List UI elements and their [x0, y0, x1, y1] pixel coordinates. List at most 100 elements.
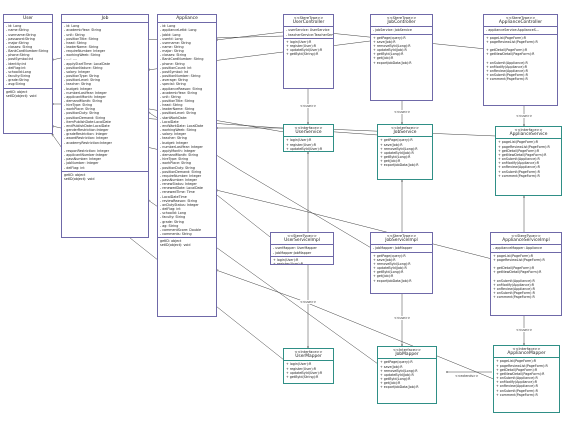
stereotype: <<StereType>>	[386, 234, 417, 238]
class-appliance: Appliance - id: Long- applianceLetId: Lo…	[157, 14, 217, 317]
operation-row: + getNewDetail(PageForm):R	[498, 152, 547, 157]
operation-row: + comment(PageForm):R	[496, 392, 538, 397]
operation-row: + onSubmit(PageForm):R	[486, 72, 528, 77]
attribute-row: - workingWeek: String	[160, 128, 197, 133]
stereotype: <<Interface>>	[392, 348, 422, 352]
operation-row: + removeById(Long):R	[373, 43, 411, 48]
attribute-row: - unit: String	[160, 94, 181, 99]
operation-row: + pageReviewList(PageForm):R	[498, 144, 550, 149]
attribute-row: - head: String	[64, 40, 87, 45]
interface-job-service: <<Interface>>JobService + getPage(query)…	[377, 124, 433, 180]
attribute-row: - classes: String	[6, 44, 33, 49]
operation-row: + getById(Long):R	[380, 377, 411, 382]
attribute-row: - delFlag: int	[160, 207, 181, 212]
attribute-row: - userService: UserService	[286, 28, 330, 33]
attribute-row: - unit: String	[64, 32, 85, 37]
operation-row: getID: object	[160, 239, 182, 244]
operation-row: + getNewDetail(PageForm):R	[486, 52, 535, 57]
operation-row: + save(Job):R	[380, 142, 403, 147]
attribute-row: - average: String	[160, 78, 188, 83]
stereotype: <<Interface>>	[514, 128, 543, 132]
operations: + pageList(PageForm):R+ pageReviewList(P…	[484, 35, 557, 83]
attribute-row: - academicYear: String	[64, 28, 102, 33]
operation-row: + pageReviewList(PageForm):R	[486, 39, 538, 44]
interface-appliance-service: <<Interface>>ApplianceService + pageList…	[495, 126, 562, 196]
attribute-row: - name:String	[6, 28, 29, 33]
attribute-row: - applianceReason: String	[160, 86, 203, 91]
attribute-row: - budget: Integer	[160, 140, 188, 145]
operation-row: + get(Job):R	[373, 56, 394, 61]
attribute-row: - jobNumber: Integer	[64, 161, 99, 166]
attribute-row: - positionLevel: String	[64, 78, 100, 83]
attribute-row: - applicantNumber:Integer	[64, 153, 108, 158]
operation-row: + login(User):R	[273, 257, 299, 262]
operation-row: + register(User):R	[273, 261, 304, 265]
attribute-row: - grade:String	[6, 78, 29, 83]
operation-row: + updateById(Job):R	[373, 266, 407, 271]
operation-row: + exportJobData(Job):R	[373, 60, 412, 65]
operation-row: + getPage(query):R	[380, 360, 413, 365]
operation-row: + comment(PageForm):R	[493, 295, 535, 300]
attribute-row: - positionDuty: String	[160, 165, 195, 170]
attribute-row: - passNumber: Integer	[64, 157, 101, 162]
attributes: - id: Long- applianceLetId: Long- jobId:…	[158, 23, 216, 239]
class-name: ApplianceMapper	[507, 351, 546, 357]
operations: + login(User):R+ register(User):R+ updat…	[271, 257, 333, 265]
attribute-row: - endWorkDate: LocalDate	[160, 123, 204, 128]
attributes: - jobMapper: JobMapper	[371, 245, 432, 253]
operation-row: + comment(PageForm):R	[498, 173, 540, 178]
attribute-row: - identity:int	[6, 61, 26, 66]
attribute-row: - gradeRestriction: Integer	[64, 132, 108, 137]
operation-row: + updateById(Job):R	[380, 372, 414, 377]
operation-row: + onSubmit(PageForm):R	[493, 290, 535, 295]
operation-row: + save(Job):R	[373, 39, 396, 44]
operation-row: + exportJobData(Job):R	[380, 385, 419, 390]
operation-row: + register(User):R	[286, 366, 317, 371]
attribute-row: - BankCardNumber: String	[160, 57, 204, 62]
operation-row: + save(Job):R	[373, 257, 396, 262]
class-name: UserMapper	[295, 354, 322, 360]
operation-row: + onModify(Appliance):R	[496, 380, 538, 385]
attribute-row: - requireNumber: Integer	[160, 173, 202, 178]
class-name: Job	[101, 16, 109, 21]
attribute-row: - teacher: String	[64, 82, 91, 87]
stereotype: <<Interface>>	[390, 126, 420, 130]
attribute-row: - teacherService:TeacherServ...	[286, 32, 334, 37]
attribute-row: - password:String	[6, 36, 35, 41]
attribute-row: - teacher: String	[160, 136, 187, 141]
interface-user-mapper: <<Interface>>UserMapper + login(User):R+…	[283, 348, 334, 384]
operation-row: + updateById(User):R	[286, 370, 323, 375]
operations: + getPage(query):R+ save(Job):R+ removeB…	[371, 253, 432, 284]
operation-row: + removeById(Long):R	[380, 368, 418, 373]
class-user-service-impl: <<StereType>>UserServiceImpl - userMappe…	[270, 232, 334, 265]
attribute-row: - budget: Integer	[64, 86, 92, 91]
link-applianceimpl-appliance	[216, 190, 497, 261]
attribute-row: - itemPublishDate:LocalDate	[64, 119, 111, 124]
attribute-row: - leaderName: String	[160, 107, 195, 112]
attribute-row: - genderRestriction:Integer	[64, 128, 109, 133]
attribute-row: - schoolId:Long	[6, 69, 31, 74]
attributes: - id: Long- name:String- username:String…	[4, 23, 52, 89]
operation-row: + onModify(Appliance):R	[493, 282, 535, 287]
operation-row: + pageList(PageForm):R	[496, 359, 537, 364]
attribute-row: - comments: String	[160, 232, 192, 237]
attribute-row: - awardRestriction: Integer	[64, 136, 108, 141]
operation-row: + getDetail(PageForm):R	[498, 148, 540, 153]
operation-row: + getDetail(PageForm):R	[493, 266, 535, 271]
attribute-row: - applyStartTime: LocalDate	[64, 61, 111, 66]
operation-row: + onReview(Appliance):R	[493, 286, 535, 291]
operations: + login(User):R+ register(User):R+ updat…	[284, 137, 333, 151]
operation-row: + updateById(User):R	[286, 146, 323, 151]
operation-row: + login(User):R	[286, 362, 312, 367]
attribute-row: - applianceMapper: Appliance	[493, 246, 542, 251]
class-name: ApplianceService	[509, 132, 548, 138]
operation-row: + getDetail(PageForm):R	[496, 367, 538, 372]
operation-row: + getById(String):R	[286, 374, 319, 379]
operation-row: + pageReviewList(PageForm):R	[496, 363, 548, 368]
class-appliance-controller: <<StereType>>ApplianceController - appli…	[483, 14, 558, 106]
attribute-row: - schoolId: Long	[160, 211, 187, 216]
attribute-row: - demandMonth: String	[64, 99, 103, 104]
operation-row: + getById(Long):R	[373, 270, 404, 275]
